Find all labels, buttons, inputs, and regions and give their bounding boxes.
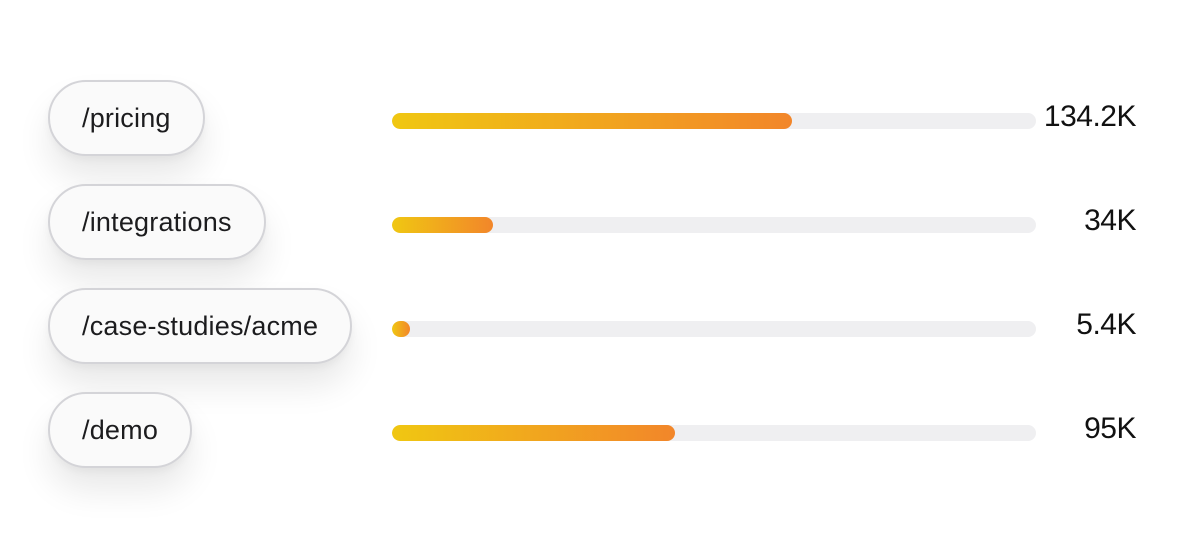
bar — [392, 425, 675, 441]
value-label: 5.4K — [1076, 308, 1136, 341]
bar-row: /integrations 34K — [0, 184, 1184, 264]
category-label[interactable]: /case-studies/acme — [48, 288, 353, 364]
category-label[interactable]: /demo — [48, 392, 193, 468]
bar-track — [392, 425, 1036, 441]
category-label[interactable]: /pricing — [48, 80, 205, 156]
value-label: 95K — [1084, 412, 1136, 445]
value-label: 34K — [1084, 204, 1136, 237]
bar — [392, 217, 493, 233]
bar-track — [392, 321, 1036, 337]
bar-track — [392, 217, 1036, 233]
bar — [392, 113, 792, 129]
bar-row: /pricing 134.2K — [0, 80, 1184, 160]
bar-row: /demo 95K — [0, 392, 1184, 472]
bar-track — [392, 113, 1036, 129]
bar — [392, 321, 410, 337]
bar-row: /case-studies/acme 5.4K — [0, 288, 1184, 368]
value-label: 134.2K — [1043, 100, 1137, 133]
category-label[interactable]: /integrations — [48, 184, 266, 260]
